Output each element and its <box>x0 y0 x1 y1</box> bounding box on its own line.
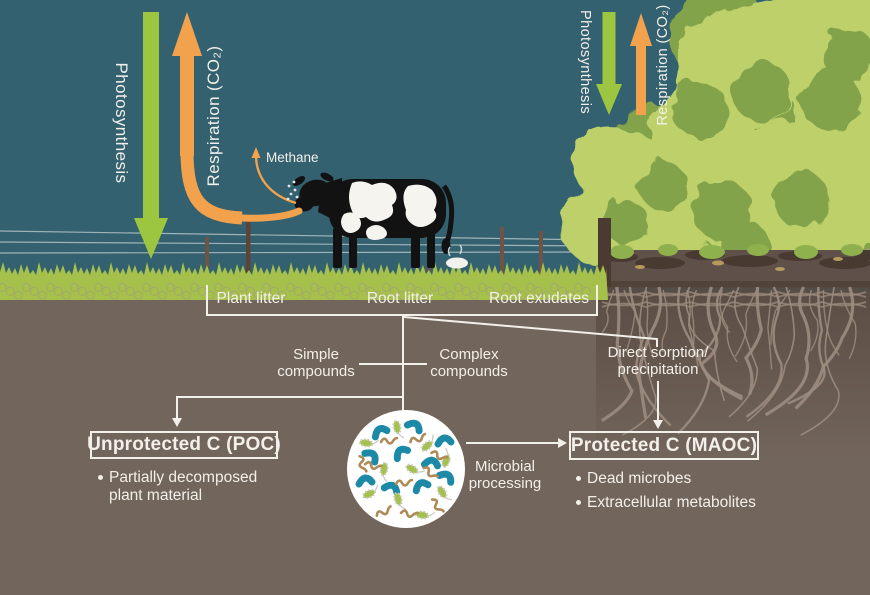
list-item: Extracellular metabolites <box>576 494 806 512</box>
simple-compounds-label: Simple compounds <box>277 346 355 380</box>
root-exudates-label: Root exudates <box>489 290 589 307</box>
complex-compounds-label: Complex compounds <box>430 346 508 380</box>
bullet-dot-icon <box>576 476 581 481</box>
forest-trees <box>560 0 870 282</box>
bullet-dot-icon <box>576 500 581 506</box>
cow-white-patches <box>341 181 437 240</box>
methane-label: Methane <box>266 150 319 165</box>
respiration-arrow-right <box>630 13 652 115</box>
unprotected-c-title: Unprotected C (POC) <box>87 434 281 455</box>
canopy-accents <box>604 29 870 274</box>
protected-c-bullets: Dead microbes Extracellular metabolites <box>576 470 806 519</box>
photosynthesis-label-right: Photosynthesis <box>577 10 593 114</box>
photosynthesis-arrow-left <box>134 12 168 259</box>
protected-c-box: Protected C (MAOC) <box>569 431 759 460</box>
unprotected-c-bullets: Partially decomposed plant material <box>98 469 273 512</box>
root-litter-label: Root litter <box>366 290 434 307</box>
respiration-arrow-left <box>172 12 303 225</box>
breath-puffs <box>286 180 299 201</box>
respiration-label-left: Respiration (CO₂) <box>204 45 223 187</box>
forest-shrubs <box>610 244 863 259</box>
direct-sorption-label: Direct sorption/ precipitation <box>607 344 709 378</box>
cow-tail <box>441 184 455 243</box>
photosynthesis-arrow-right <box>596 12 622 115</box>
forest-floor <box>598 244 870 288</box>
tree-roots <box>600 286 867 436</box>
flowchart-arrowheads <box>172 418 663 448</box>
microbial-circle <box>347 410 465 528</box>
bullet-dot-icon <box>98 475 103 480</box>
dung-pile <box>446 244 468 269</box>
list-item: Dead microbes <box>576 470 806 488</box>
microbial-processing-label: Microbial processing <box>468 458 542 492</box>
list-item: Partially decomposed plant material <box>98 469 273 506</box>
photosynthesis-label-left: Photosynthesis <box>112 62 131 184</box>
plant-litter-label: Plant litter <box>216 290 286 307</box>
unprotected-c-box: Unprotected C (POC) <box>87 431 281 459</box>
fence-wires <box>0 230 599 254</box>
holstein-cow <box>292 172 455 268</box>
methane-arrow <box>251 147 299 205</box>
protected-c-title: Protected C (MAOC) <box>570 434 758 456</box>
respiration-label-right: Respiration (CO₂) <box>655 4 671 126</box>
grass-root-curls <box>0 282 591 300</box>
flowchart-lines <box>176 285 659 444</box>
